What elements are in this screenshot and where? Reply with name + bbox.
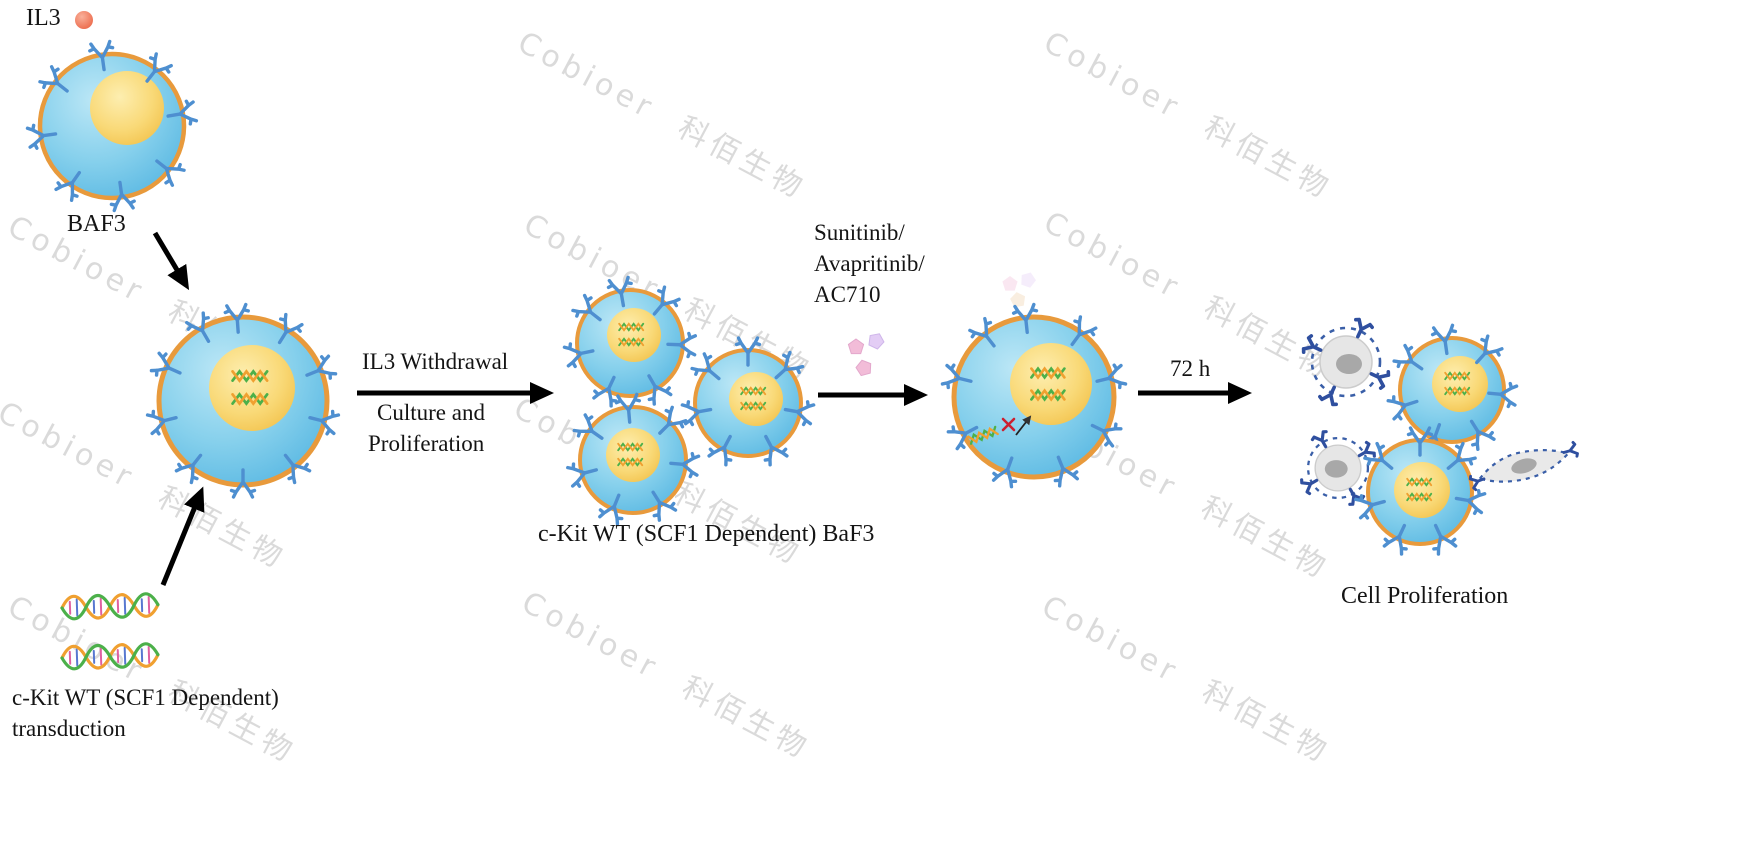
shriveled-cell	[1467, 440, 1580, 492]
transduced-cell	[145, 302, 341, 499]
arrow-baf3-to-transduced	[152, 231, 190, 291]
il3-withdrawal-label: IL3 Withdrawal	[362, 349, 509, 374]
drug-label-line3: AC710	[814, 282, 881, 307]
drug-molecule-icons-faint	[1002, 269, 1038, 308]
drug-treated-cell	[940, 302, 1128, 490]
duration-label: 72 h	[1170, 356, 1211, 381]
apoptotic-cell-1	[1300, 316, 1392, 408]
result-label: Cell Proliferation	[1341, 583, 1509, 609]
blocked-signal-icon	[967, 415, 1032, 445]
transduction-label-line2: transduction	[12, 716, 126, 741]
arrow-dna-to-transduced	[160, 486, 205, 586]
ckit-baf3-cell-3	[565, 392, 701, 527]
proliferating-cell-2	[1353, 426, 1487, 557]
proliferating-cell-1	[1385, 323, 1519, 456]
il3-ligand-icon	[75, 11, 93, 29]
drug-label-line2: Avapritinib/	[814, 251, 925, 276]
il3-label: IL3	[26, 5, 61, 31]
culture-label-line1: Culture and	[377, 400, 485, 425]
baf3-label: BAF3	[67, 211, 126, 237]
ckit-baf3-cell-2	[680, 336, 816, 468]
dna-helix-icon	[60, 591, 160, 671]
cluster-label: c-Kit WT (SCF1 Dependent) BaF3	[538, 521, 875, 547]
ckit-baf3-cell-1	[562, 275, 698, 409]
baf3-cell	[25, 39, 199, 213]
drug-molecule-icons	[847, 330, 887, 377]
apoptotic-cell-2	[1298, 428, 1378, 508]
transduction-label-line1: c-Kit WT (SCF1 Dependent)	[12, 685, 279, 710]
culture-label-line2: Proliferation	[368, 431, 485, 456]
drug-label-line1: Sunitinib/	[814, 220, 905, 245]
